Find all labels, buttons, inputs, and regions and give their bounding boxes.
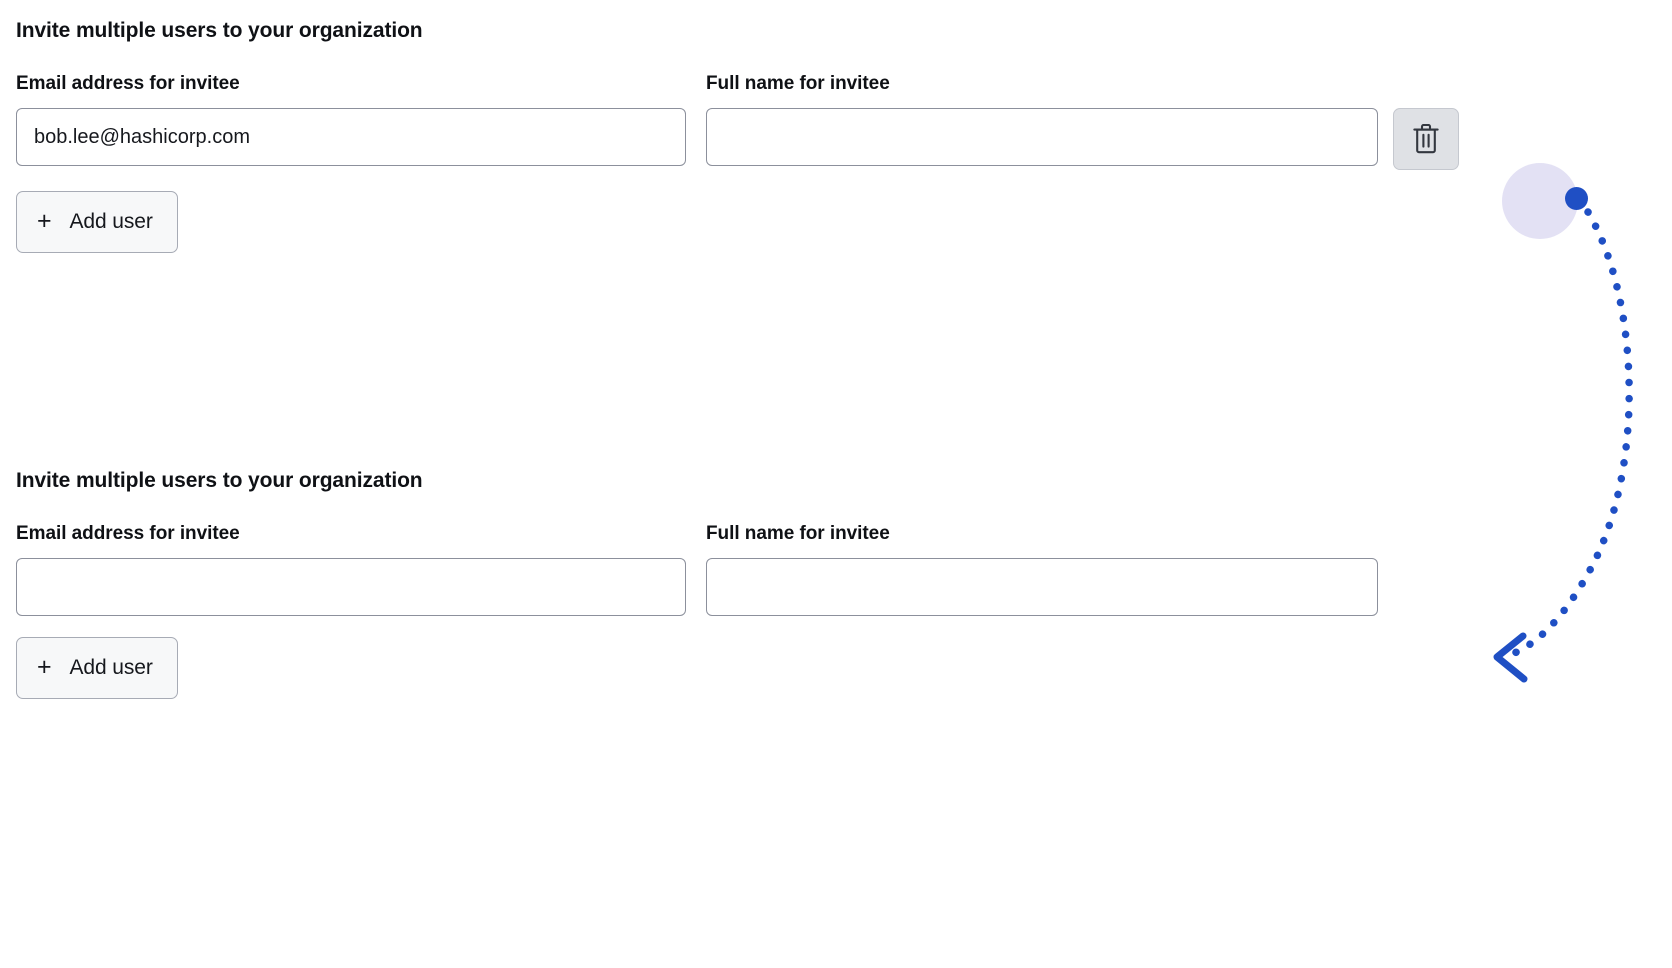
email-field-label-secondary: Email address for invitee bbox=[16, 523, 240, 544]
email-field-group-secondary: Email address for invitee bbox=[16, 522, 686, 616]
dotted-curve bbox=[1499, 208, 1633, 661]
arrowhead-icon bbox=[1493, 632, 1528, 683]
name-input-secondary[interactable] bbox=[706, 558, 1378, 616]
invite-section-before: Invite multiple users to your organizati… bbox=[16, 18, 1459, 253]
invite-section-after: Invite multiple users to your organizati… bbox=[16, 468, 1378, 699]
invitee-row-secondary: Email address for invitee Full name for … bbox=[16, 522, 1378, 616]
invitee-row: Email address for invitee Full name for … bbox=[16, 72, 1459, 170]
name-field-group-secondary: Full name for invitee bbox=[706, 522, 1378, 616]
pointing-hand-cursor-icon bbox=[1518, 168, 1562, 222]
add-user-button-secondary[interactable]: + Add user bbox=[16, 637, 178, 699]
plus-icon: + bbox=[37, 206, 52, 235]
plus-icon-secondary: + bbox=[37, 652, 52, 681]
name-field-label-secondary: Full name for invitee bbox=[706, 523, 890, 544]
name-field-label: Full name for invitee bbox=[706, 73, 890, 94]
cursor-glow-highlight bbox=[1502, 163, 1578, 239]
email-field-group: Email address for invitee bbox=[16, 72, 686, 166]
add-user-button[interactable]: + Add user bbox=[16, 191, 178, 253]
invite-users-page: Invite multiple users to your organizati… bbox=[16, 18, 1633, 699]
add-user-button-label: Add user bbox=[69, 210, 153, 233]
email-input-secondary[interactable] bbox=[16, 558, 686, 616]
page-title-secondary: Invite multiple users to your organizati… bbox=[16, 469, 423, 492]
add-user-button-label-secondary: Add user bbox=[69, 656, 153, 679]
name-field-group: Full name for invitee bbox=[706, 72, 1378, 166]
name-input[interactable] bbox=[706, 108, 1378, 166]
email-input[interactable] bbox=[16, 108, 686, 166]
trash-icon bbox=[1412, 124, 1440, 154]
page-title: Invite multiple users to your organizati… bbox=[16, 19, 423, 42]
delete-invitee-button[interactable] bbox=[1393, 108, 1459, 170]
email-field-label: Email address for invitee bbox=[16, 73, 240, 94]
click-point-marker bbox=[1565, 187, 1588, 210]
